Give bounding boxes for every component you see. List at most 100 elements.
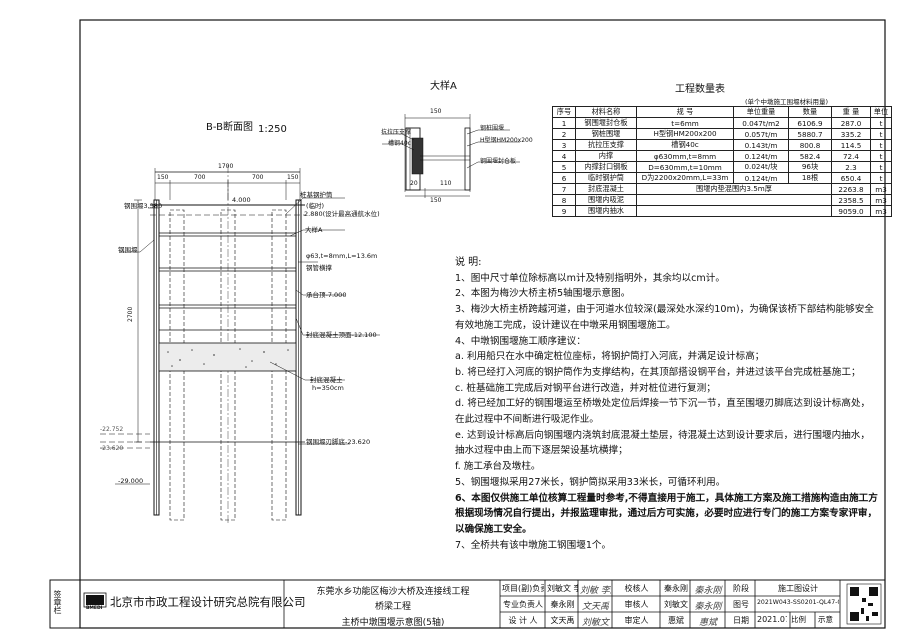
table-cell: 582.4 (788, 150, 832, 162)
table-cell: 9059.0 (831, 205, 871, 217)
detail-dim-150b: 150 (430, 197, 442, 204)
note-line: 6、本图仅供施工单位核算工程量时参考,不得直接用于施工，具体施工方案及施工措施构… (455, 492, 878, 504)
table-cell: 7 (552, 183, 576, 195)
strut-spec-label: φ63,t=8mm,L=13.6m (306, 252, 378, 260)
signature: 刘敏文 (581, 618, 609, 628)
note-line: 根据现场情况自行提出，并报监理审批，通过后方可实施，必要时应进行专门的施工方案专… (455, 508, 878, 520)
table-cell: 0.057t/m (733, 128, 789, 140)
table-cell: 1 (552, 117, 576, 129)
notes-heading: 说 明: (455, 257, 482, 268)
table-cell: 5880.7 (788, 128, 832, 140)
table-cell: m3 (870, 205, 892, 217)
table-cell: 0.124t/m (733, 172, 789, 184)
table-header-row: 序号 材料名称 规 号 单位重量 数量 重 量 单位 (552, 106, 892, 118)
table-cell: 0.024t/块 (733, 161, 789, 173)
company-logo (83, 592, 107, 608)
dim-part-2: 700 (194, 174, 206, 181)
table-cell: D=630mm,t=10mm (636, 161, 734, 173)
table-cell: 6106.9 (788, 117, 832, 129)
note-line: c. 桩基础施工完成后对钢平台进行改造，并对桩位进行复测； (455, 382, 716, 394)
table-cell: 围堰内垫混围内3.5m厚 (636, 183, 832, 195)
titleblock-cell: 2021W043-SS0201-QL47-02 (757, 599, 839, 606)
note-line: 4、中墩钢围堰施工顺序建议： (455, 335, 586, 347)
table-cell: 2358.5 (831, 194, 871, 206)
table-cell (636, 205, 832, 217)
table-cell: 287.0 (831, 117, 871, 129)
titleblock-cell: 刘敏文 李威 (547, 584, 578, 593)
detail-a-drawing (382, 114, 520, 198)
table-cell: 封底混凝土 (575, 183, 637, 195)
table-cell: φ630mm,t=8mm (636, 150, 734, 162)
titleblock-cell: 惠斌 (668, 616, 684, 625)
titleblock-cell: 秦永刚 (550, 600, 575, 609)
signature: 惠斌 (698, 618, 717, 628)
table-cell: t=6mm (636, 117, 734, 129)
table-cell: D为2200x20mm,L=33m (636, 172, 734, 184)
drawing-title: 主桥中墩围堰示意图(5轴) (341, 618, 445, 628)
th-unit-weight: 单位重量 (733, 106, 789, 118)
blade-label: 钢围堰刃脚底-23.620 (306, 438, 371, 446)
titleblock-cell: 施工图设计 (778, 584, 818, 593)
table-cell: 6 (552, 172, 576, 184)
th-unit: 单位 (870, 106, 892, 118)
table-cell: 3 (552, 139, 576, 151)
titleblock-cell: 项目(副)负责人 (502, 584, 544, 593)
note-line: 有效地施工完成，设计建议在中墩采用钢围堰施工。 (455, 319, 676, 331)
table-cell: 0.047t/m2 (733, 117, 789, 129)
detail-title: 大样A (430, 81, 457, 92)
table-cell: 2 (552, 128, 576, 140)
table-cell: 4 (552, 150, 576, 162)
table-cell: 800.8 (788, 139, 832, 151)
section-drawing (100, 165, 380, 525)
qr-code (846, 583, 882, 625)
signature: 秦永刚 (694, 586, 722, 596)
detail-l1: 抗拉压支撑 (381, 129, 412, 136)
table-cell: 18根 (788, 172, 832, 184)
note-line: b. 将已经打入河底的钢护筒作为支撑结构，在其顶部搭设钢平台，并进过该平台完成桩… (455, 366, 861, 378)
table-cell: 5 (552, 161, 576, 173)
note-line: 7、全桥共有该中墩施工钢围堰1个。 (455, 539, 612, 551)
table-cell: 0.124t/m (733, 150, 789, 162)
seal-top-label: 封底混凝土顶面-12.100 (306, 331, 377, 339)
table-cell: t (870, 161, 892, 173)
note-line: 1、图中尺寸单位除标高以m计及特别指明外，其余均以cm计。 (455, 272, 725, 284)
signature: 刘敏 李威 (580, 586, 611, 596)
table-cell: t (870, 139, 892, 151)
elev-b: -23.620 (100, 445, 124, 452)
table-cell: 9 (552, 205, 576, 217)
titleblock-cell: 图号 (733, 600, 749, 609)
table-cell: 临时钢护筒 (575, 172, 637, 184)
signature: 文天禹 (581, 602, 609, 612)
table-cell: m3 (870, 194, 892, 206)
table-title: 工程数量表 (675, 84, 725, 95)
table-cell: t (870, 150, 892, 162)
seal-label: 封底混凝土 (310, 376, 343, 384)
casing-label: 桩基钢护筒 (300, 191, 333, 199)
table-cell: t (870, 117, 892, 129)
titleblock-grid (283, 580, 841, 628)
note-line: e. 达到设计标高后向钢围堰内浇筑封底混凝土垫层，待混凝土达到设计要求后，进行围… (455, 429, 870, 441)
table-cell: 96块 (788, 161, 832, 173)
table-cell (636, 194, 832, 206)
table-cell: m3 (870, 183, 892, 195)
note-line: 在此过程中不间断进行吸泥作业。 (455, 414, 599, 426)
detail-ref-label: 大样A (305, 226, 323, 234)
th-no: 序号 (552, 106, 576, 118)
detail-r2: H型钢HM200x200 (480, 137, 533, 144)
dim-part-1: 150 (157, 174, 169, 181)
table-cell: H型钢HM200x200 (636, 128, 734, 140)
dim-part-3: 700 (252, 174, 264, 181)
elev-c: -29.000 (118, 477, 144, 485)
titleblock-cell: 刘敏文 (664, 600, 688, 609)
titleblock-cell: 审核人 (624, 600, 649, 609)
titleblock-cell: 阶段 (733, 584, 749, 593)
table-cell: t (870, 172, 892, 184)
table-cell: 围堰内抽水 (575, 205, 637, 217)
